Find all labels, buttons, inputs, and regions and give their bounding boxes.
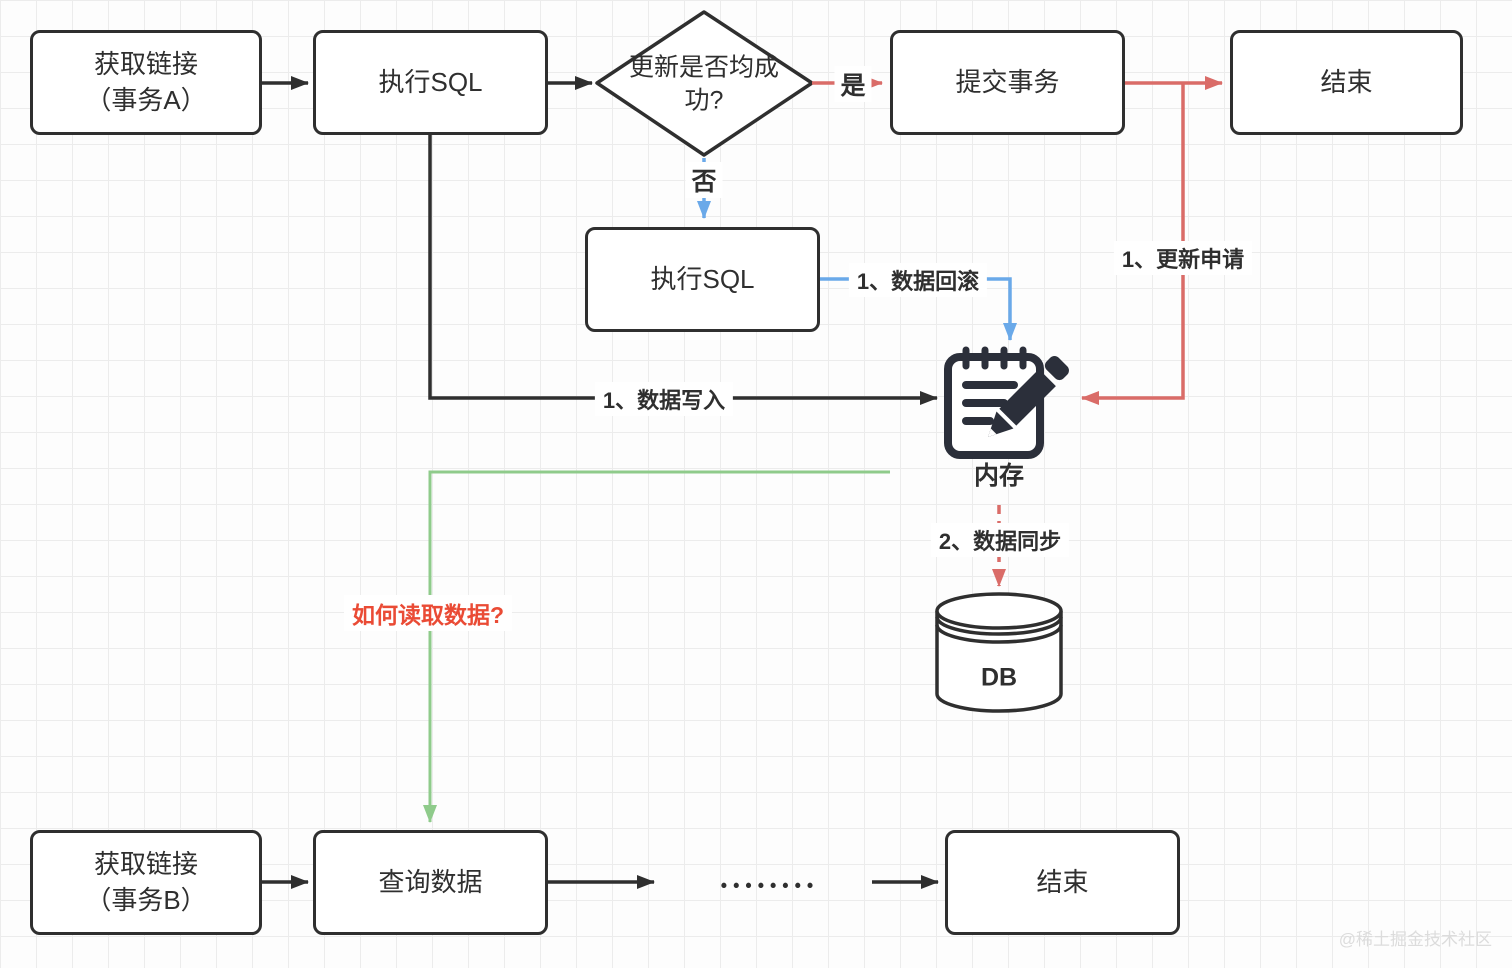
edge-memory-query-read <box>423 470 890 823</box>
edge-label-how-to-read: 如何读取数据? <box>343 595 513 631</box>
watermark: @稀土掘金技术社区 <box>1338 930 1492 949</box>
db-cylinder-icon <box>935 592 1063 713</box>
ellipsis-dots: •••••••• <box>720 875 820 896</box>
edge-label-data-sync: 2、数据同步 <box>930 523 1070 557</box>
red-connectors <box>812 76 1223 587</box>
node-commit-transaction: 提交事务 <box>890 30 1125 135</box>
node-end-bottom: 结束 <box>945 830 1180 935</box>
db-caption: DB <box>980 663 1018 692</box>
node-get-connection-a: 获取链接 （事务A） <box>30 30 262 135</box>
node-exec-sql: 执行SQL <box>313 30 548 135</box>
node-query-data: 查询数据 <box>313 830 548 935</box>
memory-caption: 内存 <box>973 462 1025 490</box>
green-connectors <box>423 470 890 823</box>
branch-label-no: 否 <box>685 162 723 198</box>
edge-label-update-request: 1、更新申请 <box>1113 241 1253 275</box>
decision-diamond <box>595 10 814 157</box>
node-get-connection-b: 获取链接 （事务B） <box>30 830 262 935</box>
edge-label-data-write: 1、数据写入 <box>594 382 734 416</box>
node-exec-sql-rollback: 执行SQL <box>585 227 820 332</box>
edge-updateRequest-memory <box>1081 83 1185 405</box>
memory-notepad-icon <box>944 346 1069 459</box>
edge-execSQL-memory-write <box>428 135 938 405</box>
node-decision-label: 更新是否均成功? <box>628 53 779 115</box>
branch-label-yes: 是 <box>834 66 872 102</box>
notepad-lines <box>962 381 1018 425</box>
node-end-top: 结束 <box>1230 30 1463 135</box>
edge-label-data-rollback: 1、数据回滚 <box>848 263 988 297</box>
black-connectors <box>262 76 939 889</box>
